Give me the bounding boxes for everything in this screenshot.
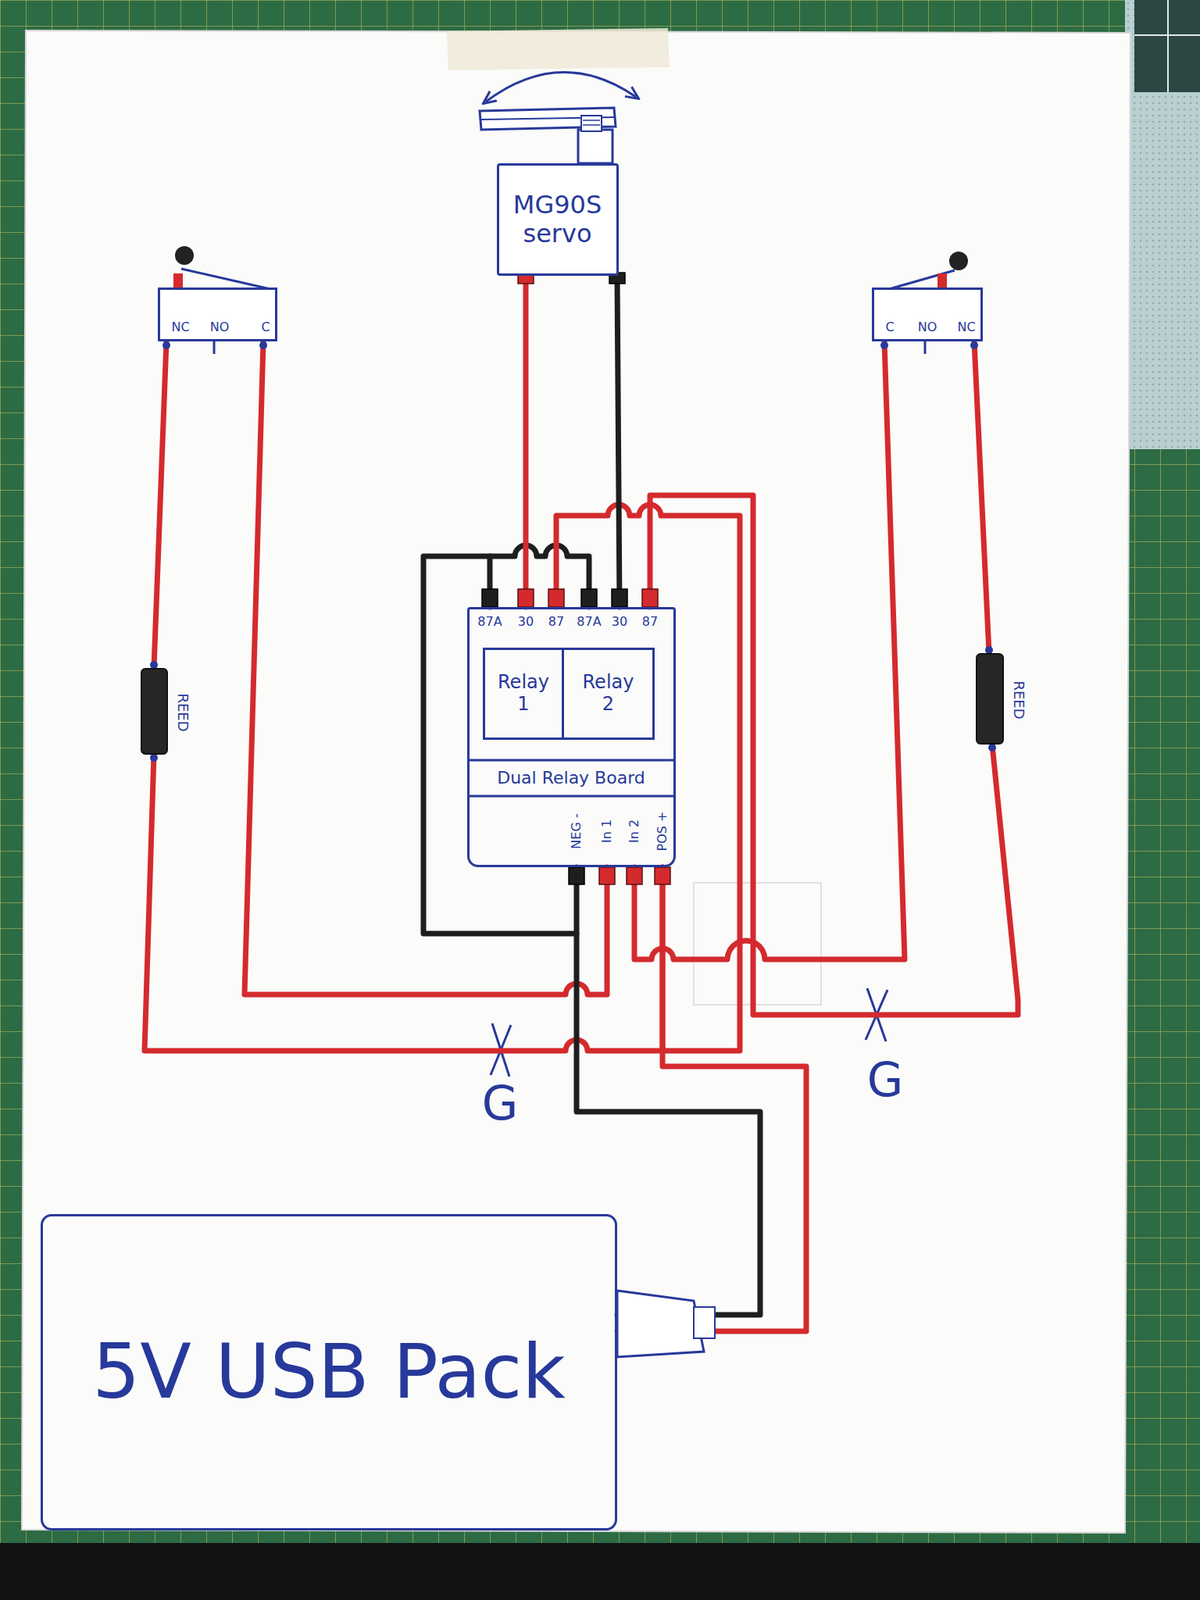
servo-spline — [581, 115, 602, 132]
switch-roller — [949, 251, 968, 271]
tape — [446, 28, 670, 71]
pin-label: POS + — [655, 811, 670, 852]
component-label: Relay 2 — [581, 671, 636, 715]
terminal-label: NC — [171, 320, 190, 335]
board-label: Dual Relay Board — [496, 767, 646, 788]
reed-switch: REED — [975, 653, 1004, 745]
wire — [523, 275, 529, 608]
wire — [617, 275, 620, 608]
micro-switch: NC NO C — [157, 287, 278, 342]
wire — [576, 867, 761, 1315]
input-pin — [568, 867, 585, 885]
relay-pin — [611, 589, 628, 608]
wire — [617, 867, 807, 1332]
reed-switch: REED — [140, 667, 168, 755]
pin-label: In 1 — [600, 819, 615, 843]
relay-board: 87A 30 87 87A 30 87Dual Relay BoardNEG - In 1 I… — [467, 607, 676, 868]
wire — [489, 545, 590, 608]
switch-lever — [181, 268, 271, 290]
component-label: Relay 1 — [496, 671, 551, 715]
paper-sheet — [21, 30, 1131, 1533]
terminal-dot — [880, 341, 889, 350]
reed-lead-dot — [988, 743, 997, 752]
ground-mark: G — [482, 1079, 519, 1127]
servo-shoulder — [578, 129, 613, 164]
servo-motor: MG90S servo — [496, 163, 619, 276]
wire — [144, 754, 663, 1051]
component-label: MG90S servo — [507, 190, 609, 249]
component-label: 5V USB Pack — [92, 1328, 566, 1415]
spline-teeth — [582, 120, 600, 125]
relay-unit: Relay 2 — [561, 647, 655, 740]
wire — [423, 556, 577, 934]
reed-lead-dot — [150, 753, 158, 762]
usb-plug — [617, 1290, 704, 1358]
pin-label: 87 — [642, 614, 658, 629]
motion-arc — [485, 71, 636, 102]
switch-roller — [175, 246, 194, 265]
input-pin — [599, 867, 615, 885]
wire — [244, 341, 608, 995]
pin-label: In 2 — [627, 819, 642, 843]
pin-label: NEG - — [569, 813, 584, 849]
terminal-label: C — [260, 320, 270, 335]
relay-unit: Relay 1 — [482, 647, 565, 740]
switch-button — [937, 273, 947, 288]
terminal-label: NO — [210, 320, 230, 335]
dark-table — [0, 1542, 1200, 1600]
terminal-dot — [162, 341, 171, 350]
wire — [153, 341, 167, 668]
terminal-dot — [259, 341, 268, 350]
wire — [650, 495, 1018, 1015]
input-pin — [626, 867, 643, 885]
relay-pin — [581, 589, 597, 608]
mat-lines — [1134, 0, 1200, 93]
unused-terminal — [214, 341, 925, 354]
usb-power-pack: 5V USB Pack — [40, 1214, 618, 1531]
switch-button — [173, 273, 183, 288]
pin-label: 30 — [611, 614, 628, 629]
switch-lever — [889, 270, 955, 290]
usb-plug-tip — [693, 1307, 715, 1339]
pin-label: 87 — [548, 614, 565, 629]
pin-label: 87A — [576, 614, 601, 629]
terminal-label: NO — [917, 320, 938, 335]
relay-pin — [642, 589, 658, 608]
ground-mark: G — [867, 1056, 904, 1104]
input-pin — [654, 867, 671, 885]
terminal-dot — [970, 341, 979, 350]
dark-mat — [1134, 0, 1200, 93]
blue-mat-texture — [1125, 0, 1200, 450]
wire — [974, 341, 990, 654]
pin-label: 30 — [517, 614, 534, 629]
relay-pin — [482, 589, 498, 608]
micro-switch: C NO NC — [871, 287, 983, 342]
relay-pin — [517, 589, 534, 608]
blue-mat — [1125, 0, 1200, 450]
pin-label: 87A — [477, 614, 502, 629]
board-divider — [468, 760, 675, 797]
component-label: REED — [1010, 680, 1028, 719]
component-label: REED — [175, 692, 192, 732]
relay-pin — [548, 589, 565, 608]
terminal-label: C — [885, 320, 894, 335]
terminal-label: NC — [957, 320, 975, 335]
